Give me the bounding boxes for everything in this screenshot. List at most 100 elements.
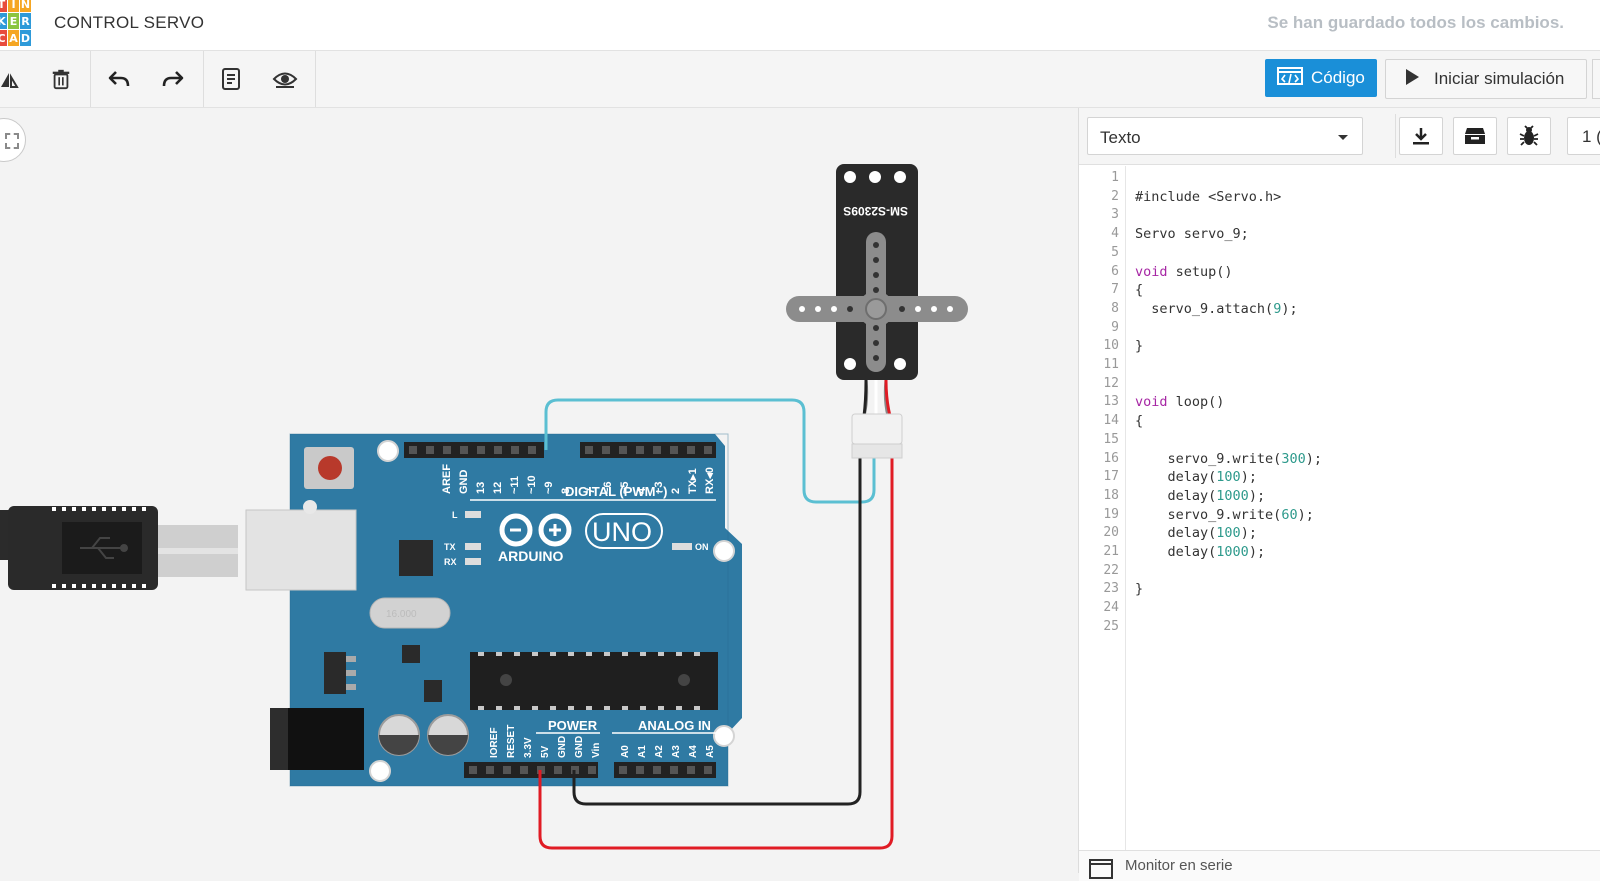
digital-pin-label: 4 — [636, 487, 648, 494]
notes-icon[interactable] — [216, 64, 246, 94]
toolbar-group-view — [203, 51, 316, 107]
line-number: 5 — [1111, 244, 1119, 260]
code-indent — [1135, 469, 1168, 485]
analog-pin-label: A5 — [705, 745, 716, 758]
play-icon — [1404, 68, 1420, 91]
arduino-infinity-logo — [499, 513, 572, 547]
code-number: 100 — [1216, 469, 1241, 486]
code-token: } — [1135, 338, 1144, 355]
toolbar-group-edit — [0, 51, 91, 107]
debug-bug-icon — [1519, 125, 1539, 146]
line-number: 25 — [1103, 618, 1119, 634]
digital-pin-label: ~3 — [653, 481, 665, 494]
project-title[interactable]: CONTROL SERVO — [54, 13, 205, 32]
code-token: { — [1135, 282, 1144, 299]
logo-letter: N — [20, 0, 31, 12]
code-token: servo_9.write( — [1167, 506, 1282, 523]
code-line: delay(1000); — [1135, 487, 1266, 504]
code-token: #include <Servo.h> — [1135, 188, 1282, 205]
code-line: } — [1135, 338, 1143, 354]
download-button[interactable] — [1399, 117, 1443, 155]
usb-symbol-icon — [80, 537, 128, 559]
power-pin-label: 3.3V — [523, 737, 534, 758]
code-token: ); — [1240, 469, 1257, 486]
logo-letter: A — [8, 30, 19, 46]
code-line: #include <Servo.h> — [1135, 189, 1281, 205]
analog-pin-label: A0 — [620, 745, 631, 758]
export-button[interactable] — [1592, 59, 1600, 99]
code-indent — [1135, 507, 1168, 523]
digital-pin-label: AREF — [441, 464, 453, 494]
undo-icon[interactable] — [104, 64, 134, 94]
power-pin-label: RESET — [506, 725, 517, 758]
line-number: 21 — [1103, 544, 1119, 559]
code-token: ); — [1248, 544, 1266, 560]
logo-letter: K — [0, 13, 7, 29]
page-selector[interactable]: 1 ( — [1567, 117, 1600, 155]
code-number: 1000 — [1216, 487, 1249, 504]
save-status: Se han guardado todos los cambios. — [1267, 13, 1564, 32]
library-button[interactable] — [1453, 117, 1497, 155]
analog-pin-label: A1 — [637, 745, 648, 758]
chevron-down-icon — [1338, 135, 1348, 140]
line-number: 1 — [1111, 170, 1119, 185]
trash-icon[interactable] — [46, 64, 76, 94]
wire-ground[interactable] — [572, 458, 862, 806]
digital-pin-label: ~11 — [509, 476, 521, 494]
line-number: 4 — [1111, 226, 1119, 242]
line-number: 2 — [1111, 188, 1119, 204]
digital-pin-label: 7 — [585, 488, 597, 494]
line-number: 8 — [1111, 300, 1119, 316]
code-line: void setup() — [1135, 264, 1233, 280]
code-token: delay( — [1167, 469, 1217, 486]
line-number: 17 — [1103, 469, 1119, 485]
code-indent — [1135, 525, 1168, 541]
wire-power[interactable] — [538, 458, 894, 850]
line-number: 9 — [1111, 319, 1119, 335]
crystal-label: 16.000 — [386, 609, 417, 620]
digital-pin-label: 8 — [560, 488, 572, 494]
servo-motor[interactable]: SM-S2309S — [786, 164, 968, 459]
debugger-button[interactable] — [1507, 117, 1551, 155]
code-line: void loop() — [1135, 394, 1224, 410]
redo-icon[interactable] — [158, 64, 188, 94]
code-token: servo_9.attach( — [1151, 300, 1274, 317]
serial-monitor-bar[interactable]: Monitor en serie — [1079, 850, 1600, 881]
analog-header-label: ANALOG IN — [638, 718, 711, 733]
digital-pin-label: GND — [458, 470, 470, 495]
logo-letter: C — [0, 30, 7, 46]
wire-signal[interactable] — [544, 398, 876, 504]
line-number: 13 — [1103, 394, 1119, 410]
code-number: 100 — [1216, 525, 1241, 542]
rotate-icon[interactable] — [0, 64, 24, 94]
power-pin-label: GND — [557, 736, 568, 758]
logo-letter: R — [20, 13, 31, 29]
code-number: 300 — [1281, 450, 1306, 467]
digital-pin-label: 13 — [475, 482, 487, 494]
code-token: servo_9.write( — [1167, 450, 1282, 467]
code-token: ); — [1281, 300, 1298, 317]
code-indent — [1135, 301, 1151, 317]
line-number: 6 — [1111, 263, 1119, 279]
usb-cable[interactable] — [0, 506, 238, 590]
code-mode-select[interactable]: Texto — [1087, 117, 1363, 155]
digital-pin-label: 12 — [492, 482, 504, 494]
code-line: } — [1135, 581, 1143, 597]
code-line: servo_9.write(300); — [1135, 451, 1322, 467]
serial-monitor-icon — [1089, 859, 1113, 879]
line-number: 3 — [1111, 207, 1119, 223]
analog-pin-label: A2 — [654, 745, 665, 758]
line-number: 23 — [1103, 581, 1119, 597]
code-button[interactable]: Código — [1265, 59, 1377, 97]
toolbar: Código Iniciar simulación — [0, 51, 1600, 108]
code-number: 1000 — [1216, 544, 1249, 560]
start-simulation-button[interactable]: Iniciar simulación — [1385, 59, 1587, 99]
visibility-icon[interactable] — [270, 64, 300, 94]
code-token: loop() — [1167, 394, 1225, 411]
logo-letter: E — [8, 13, 19, 29]
